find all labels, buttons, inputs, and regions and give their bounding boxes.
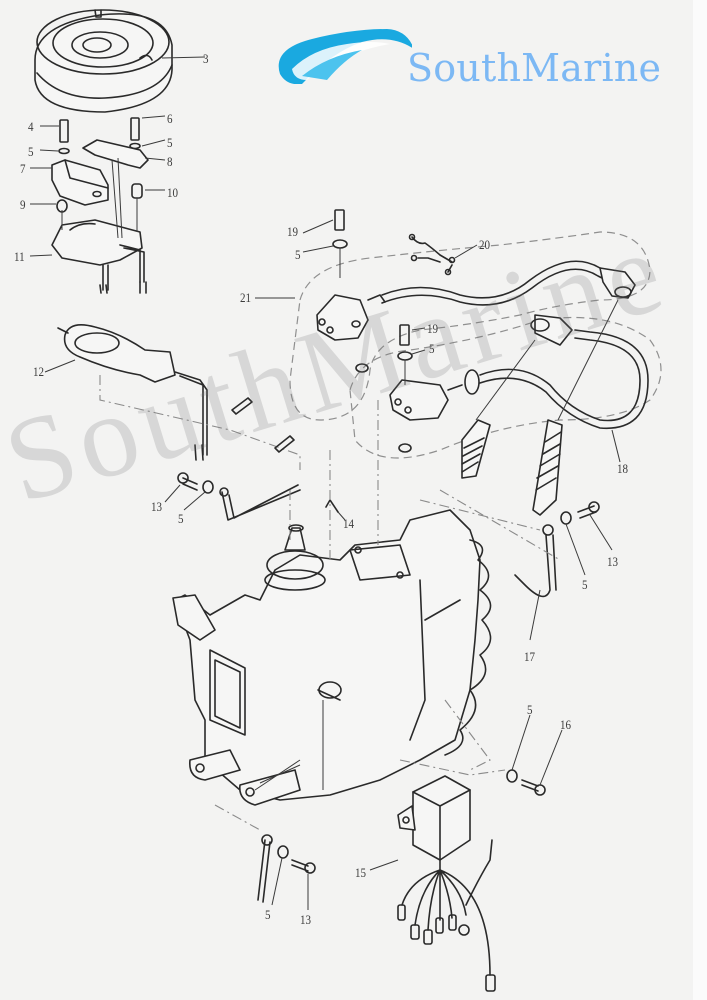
callout-19: 19 (287, 224, 299, 239)
callout-5: 5 (582, 577, 588, 592)
callout-10: 10 (167, 185, 179, 200)
callout-5: 5 (429, 341, 435, 356)
callout-9: 9 (20, 197, 26, 212)
callout-13: 13 (300, 912, 312, 927)
callout-16: 16 (560, 717, 572, 732)
cdi-unit (369, 714, 563, 992)
callout-5: 5 (265, 907, 271, 922)
callout-14: 14 (343, 516, 355, 531)
callout-11: 11 (14, 249, 25, 264)
callout-5: 5 (167, 135, 173, 150)
callout-8: 8 (167, 154, 173, 169)
callout-19: 19 (427, 321, 439, 336)
ignition-coil-assembly (231, 209, 662, 459)
callout-13: 13 (151, 499, 163, 514)
callout-12: 12 (33, 364, 45, 379)
lower-left-fasteners (257, 834, 316, 910)
retainer-plate-part (44, 324, 301, 470)
callout-13: 13 (607, 554, 619, 569)
callout-20: 20 (479, 237, 491, 252)
callout-5: 5 (527, 702, 533, 717)
stator-assembly (29, 115, 166, 294)
fasteners-and-leads (164, 472, 613, 641)
callout-3: 3 (203, 51, 209, 66)
callout-5: 5 (178, 511, 184, 526)
wave-logo-icon (278, 29, 412, 84)
callout-7: 7 (20, 161, 26, 176)
callout-6: 6 (167, 111, 173, 126)
right-edge-strip (693, 0, 707, 1000)
callout-18: 18 (617, 461, 629, 476)
spark-plugs (461, 299, 621, 516)
callout-17: 17 (524, 649, 536, 664)
brand-logo: SouthMarine (272, 14, 702, 94)
engine-block (172, 400, 561, 831)
callout-21: 21 (240, 290, 252, 305)
callout-5: 5 (295, 247, 301, 262)
brand-name: SouthMarine (407, 46, 662, 90)
callout-4: 4 (28, 119, 34, 134)
callout-15: 15 (355, 865, 367, 880)
flywheel-part (34, 9, 206, 113)
callout-5: 5 (28, 144, 34, 159)
